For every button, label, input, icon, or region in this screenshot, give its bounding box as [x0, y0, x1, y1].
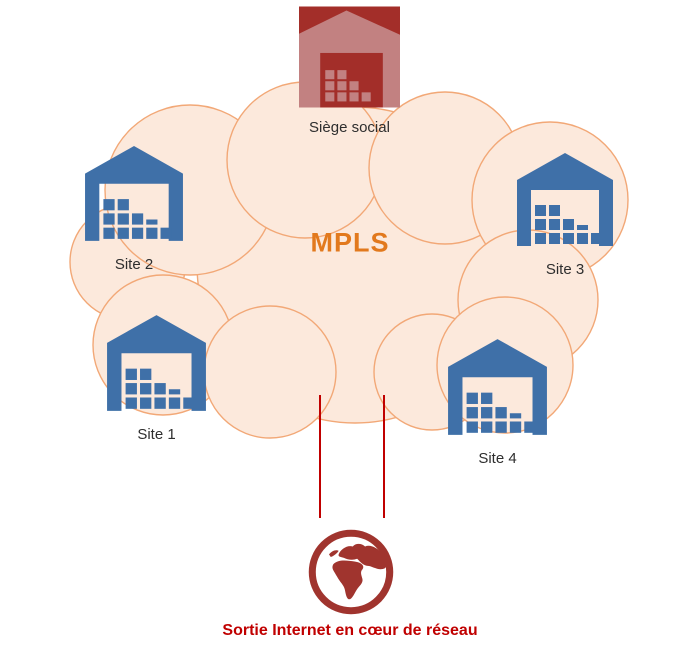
warehouse-icon — [83, 143, 185, 245]
warehouse-icon — [446, 336, 549, 439]
headquarters-warehouse-icon — [299, 6, 400, 108]
node-label-site-4: Site 4 — [478, 450, 517, 467]
internet-node — [307, 528, 395, 616]
node-label-siege-social: Siège social — [309, 119, 390, 136]
internet-caption: Sortie Internet en cœur de réseau — [222, 622, 478, 639]
node-site-4: Site 4 — [446, 336, 549, 467]
mpls-cloud-label: MPLS — [310, 227, 390, 258]
internet-link-line-2 — [383, 395, 385, 518]
node-label-site-2: Site 2 — [114, 256, 154, 273]
node-siege-social: Siège social — [299, 6, 400, 136]
node-site-1: Site 1 — [105, 312, 208, 443]
warehouse-icon — [515, 150, 615, 250]
node-label-site-3: Site 3 — [545, 261, 585, 278]
node-site-3: Site 3 — [515, 150, 615, 278]
node-label-site-1: Site 1 — [137, 426, 176, 443]
globe-icon — [307, 528, 395, 616]
node-site-2: Site 2 — [83, 143, 185, 273]
warehouse-icon — [105, 312, 208, 415]
internet-link-line-1 — [319, 395, 321, 518]
